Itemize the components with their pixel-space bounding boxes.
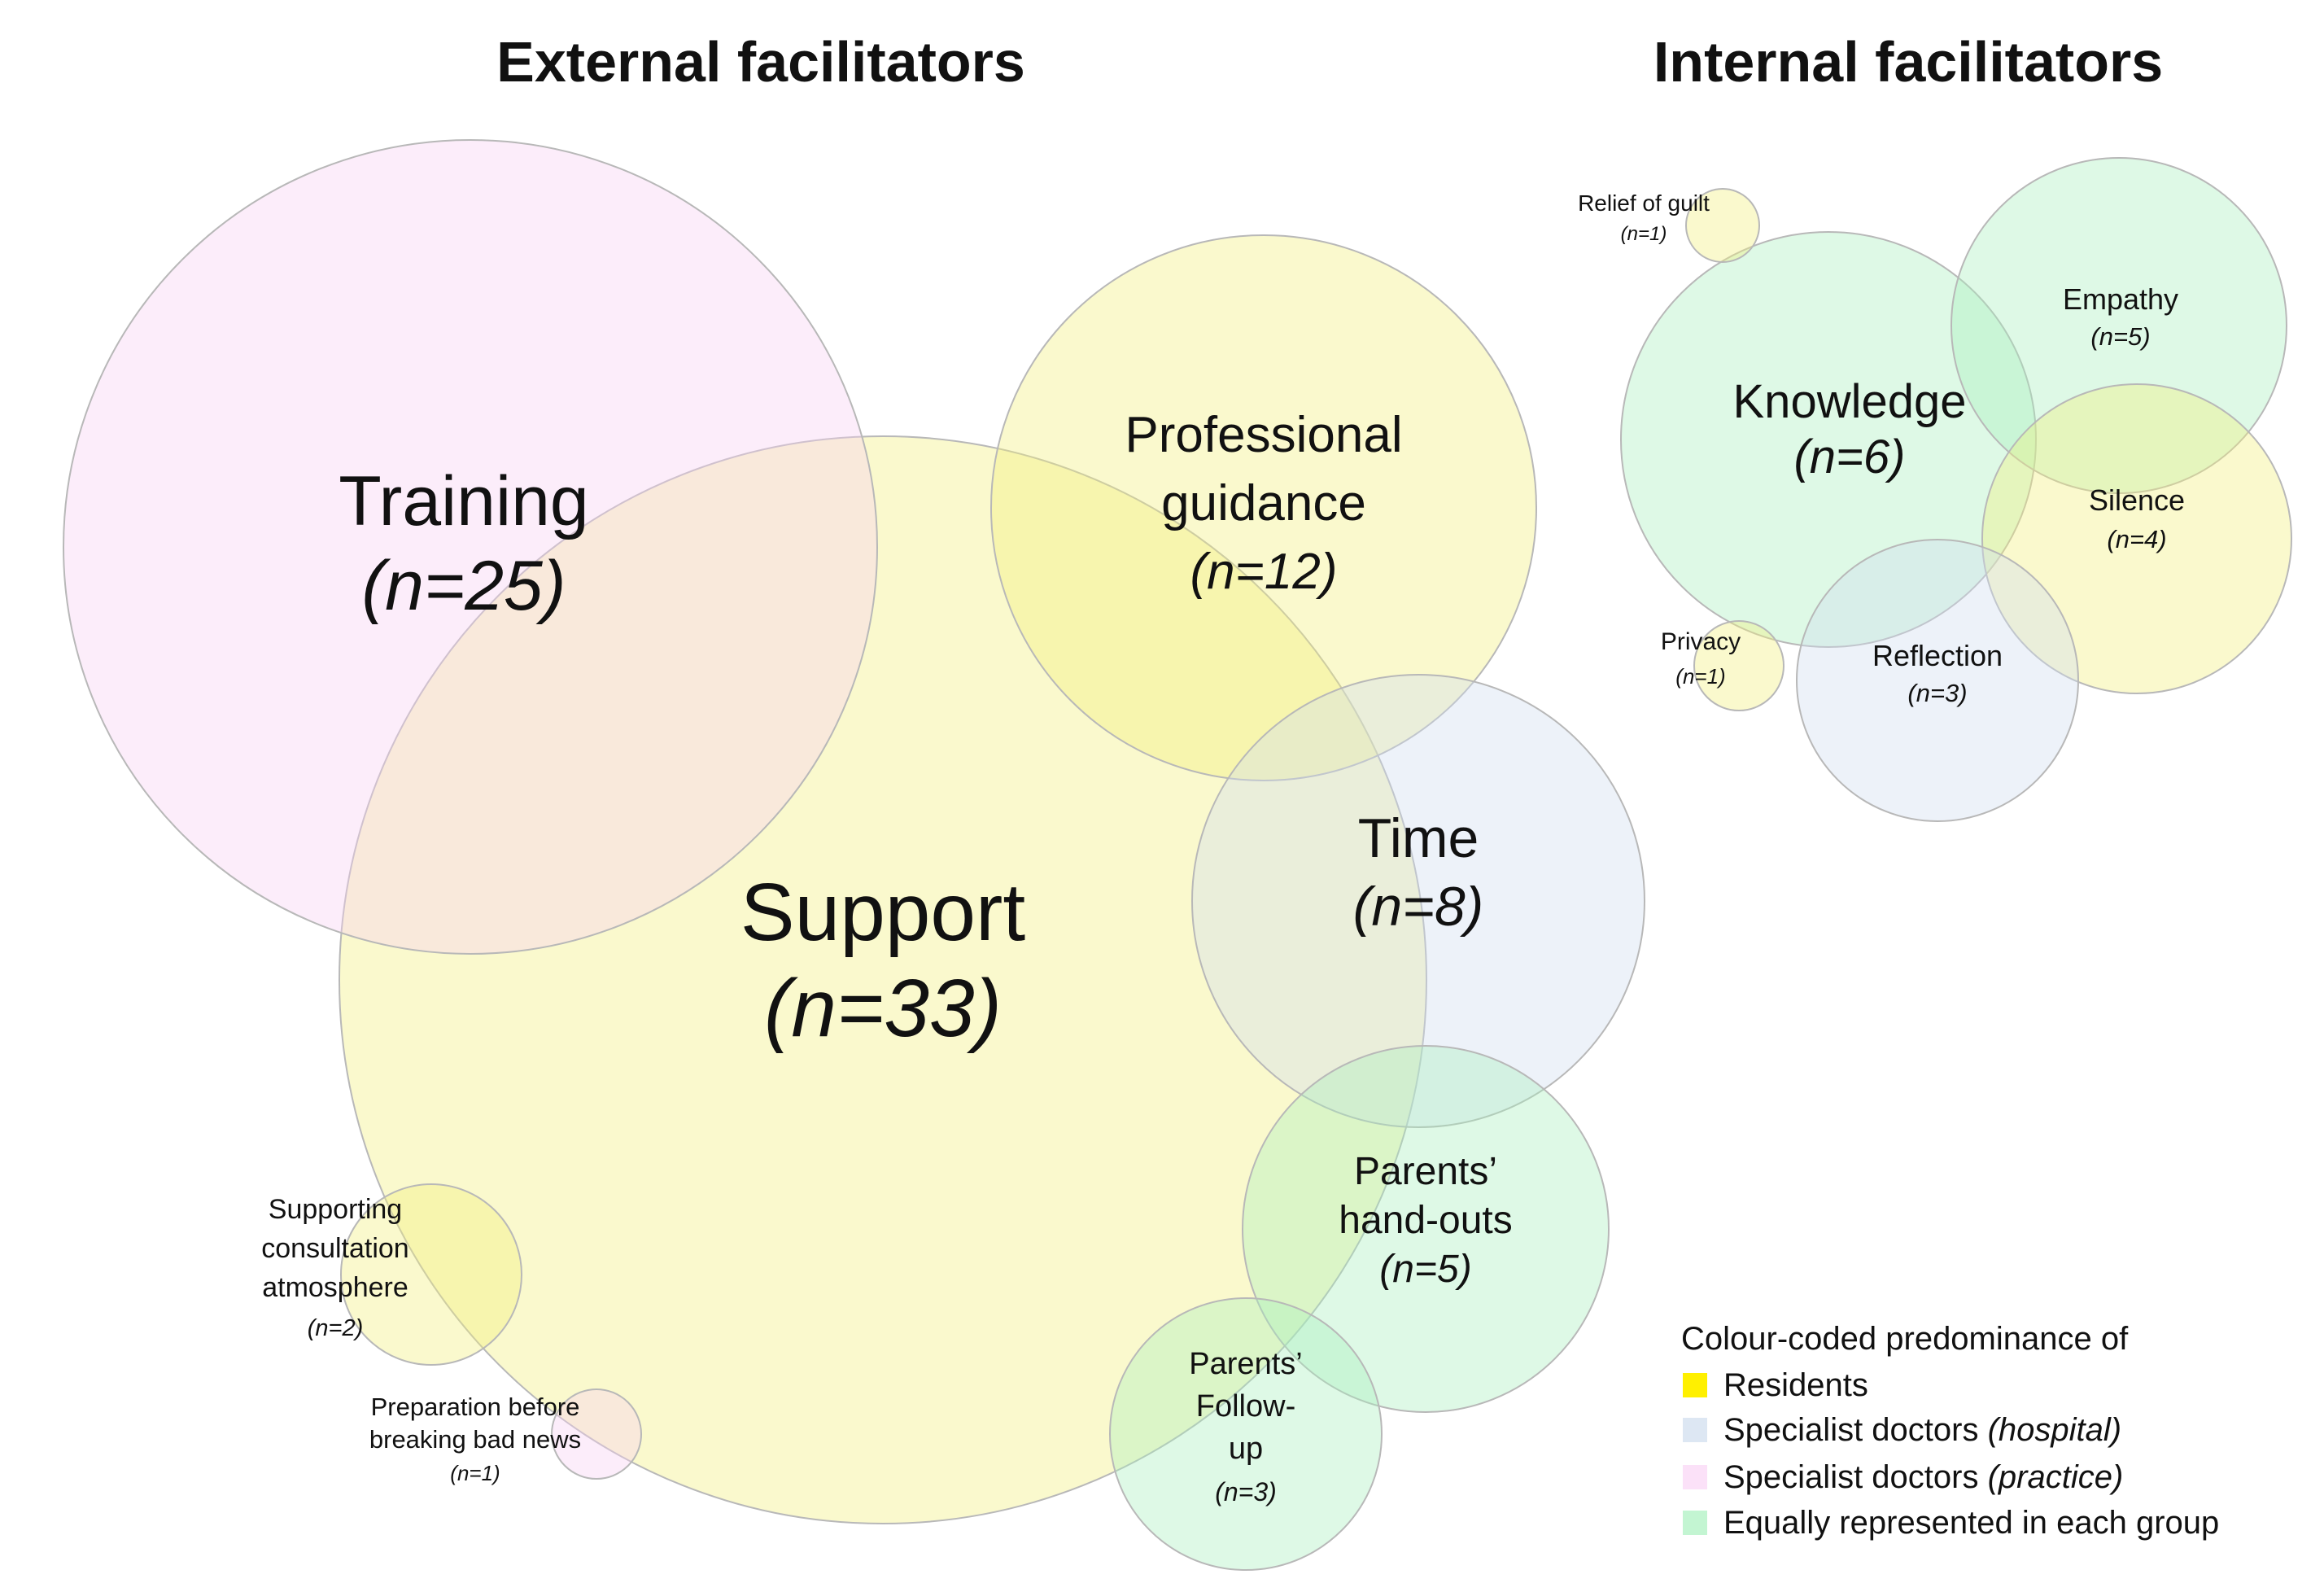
knowledge-bubble — [1620, 231, 2037, 648]
supporting-consultation-atmosphere-bubble — [340, 1183, 522, 1366]
parents-follow-up-label: Parents’Follow-up(n=3) — [1189, 1347, 1302, 1506]
legend-swatch-specialist-hospital — [1683, 1418, 1707, 1442]
legend-item-equal: Equally represented in each group — [1683, 1505, 2219, 1541]
parents-hand-outs-label: Parents’hand-outs(n=5) — [1339, 1150, 1513, 1291]
legend-label-specialist-practice: Specialist doctors (practice) — [1723, 1459, 2123, 1495]
legend-label-equal: Equally represented in each group — [1723, 1505, 2219, 1541]
support-label: Support(n=33) — [740, 867, 1025, 1054]
legend-swatch-equal — [1683, 1511, 1707, 1535]
legend-item-specialist-practice: Specialist doctors (practice) — [1683, 1459, 2123, 1495]
parents-hand-outs-bubble — [1242, 1045, 1610, 1413]
reflection-label: Reflection(n=3) — [1872, 639, 2003, 707]
legend: Colour-coded predominance of Residents S… — [1681, 1321, 2219, 1541]
training-label: Training(n=25) — [339, 462, 589, 625]
silence-bubble — [1981, 383, 2292, 694]
relief-of-guilt-bubble — [1685, 188, 1760, 263]
legend-item-residents: Residents — [1683, 1367, 1868, 1403]
time-label: Time(n=8) — [1353, 807, 1484, 938]
time-bubble — [1191, 674, 1645, 1128]
professional-guidance-bubble — [990, 234, 1537, 781]
preparation-before-breaking-bad-news-bubble — [551, 1388, 642, 1480]
parents-follow-up-bubble — [1109, 1297, 1383, 1571]
legend-title: Colour-coded predominance of — [1681, 1321, 2129, 1357]
silence-label: Silence(n=4) — [2089, 483, 2185, 553]
bubble-circles — [63, 139, 2292, 1571]
external-facilitators-title: External facilitators — [496, 30, 1025, 94]
internal-facilitators-title: Internal facilitators — [1653, 30, 2163, 94]
privacy-bubble — [1693, 620, 1784, 711]
training-bubble — [63, 139, 878, 955]
privacy-label: Privacy(n=1) — [1661, 628, 1741, 689]
legend-label-residents: Residents — [1723, 1367, 1868, 1403]
legend-item-specialist-hospital: Specialist doctors (hospital) — [1683, 1412, 2121, 1448]
legend-swatch-specialist-practice — [1683, 1465, 1707, 1489]
knowledge-label: Knowledge(n=6) — [1733, 375, 1967, 483]
support-bubble — [339, 435, 1427, 1524]
empathy-bubble — [1950, 157, 2287, 494]
legend-swatch-residents — [1683, 1373, 1707, 1397]
legend-label-specialist-hospital: Specialist doctors (hospital) — [1723, 1412, 2121, 1448]
reflection-bubble — [1796, 539, 2079, 822]
relief-of-guilt-label: Relief of guilt(n=1) — [1578, 190, 1710, 245]
empathy-label: Empathy(n=5) — [2063, 282, 2178, 351]
